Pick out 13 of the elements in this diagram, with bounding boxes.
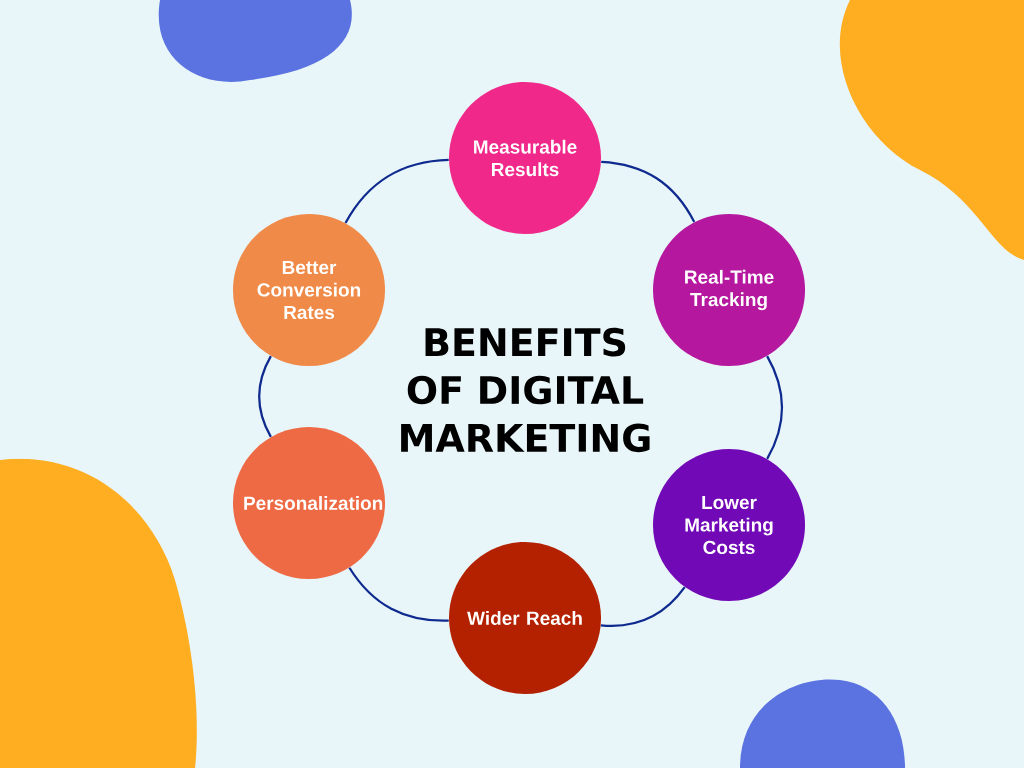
ring-arc bbox=[601, 160, 696, 223]
circle-node: Real-Time Tracking bbox=[653, 214, 806, 367]
circle-node: Measurable Results bbox=[449, 82, 602, 234]
ring-arc bbox=[348, 567, 449, 622]
circle-node: Better Conversion Rates bbox=[233, 214, 386, 367]
circle-node: Personalization bbox=[233, 427, 386, 580]
ring-arc bbox=[600, 586, 686, 627]
ring-arc bbox=[344, 158, 449, 224]
circle-node: Wider Reach bbox=[449, 542, 602, 695]
title: BENEFITS OF DIGITAL MARKETING bbox=[401, 327, 650, 453]
ring-arc bbox=[257, 355, 272, 438]
ring-arc bbox=[766, 355, 784, 460]
circle-node: Lower Marketing Costs bbox=[653, 449, 806, 602]
